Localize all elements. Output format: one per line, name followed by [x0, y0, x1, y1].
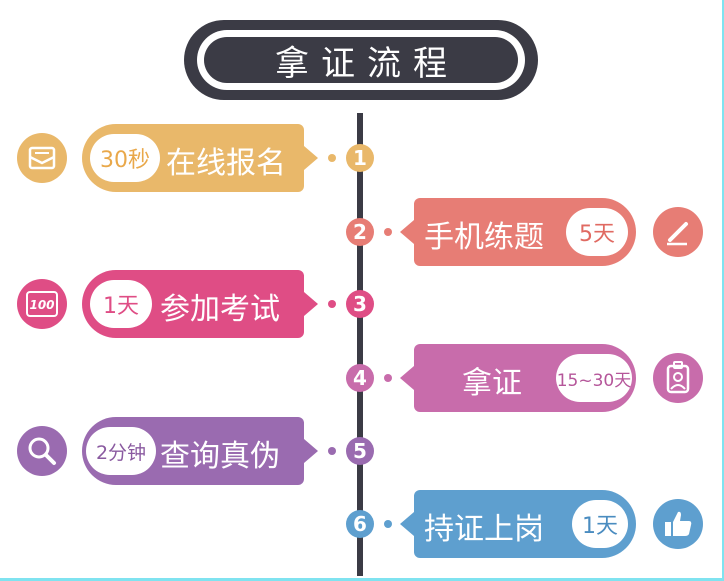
id-badge-icon	[653, 353, 703, 403]
svg-text:100: 100	[29, 298, 54, 312]
step-4-dot	[384, 374, 392, 382]
page-title: 拿证流程	[204, 37, 518, 84]
step-3-duration-badge: 1天	[90, 280, 152, 328]
step-1-label: 在线报名	[166, 146, 286, 181]
step-3-dot	[328, 300, 336, 308]
step-5-label: 查询真伪	[160, 439, 280, 474]
step-1-dot	[328, 154, 336, 162]
step-5-dot	[328, 447, 336, 455]
step-6-dot	[384, 520, 392, 528]
timeline-line	[357, 113, 363, 576]
step-6-duration-badge: 1天	[572, 500, 628, 548]
step-4-label: 拿证	[462, 366, 522, 401]
score-100-icon: 100	[17, 279, 67, 329]
step-5-number: 5	[346, 437, 374, 465]
step-4-duration-badge: 15~30天	[556, 354, 632, 402]
step-3-label: 参加考试	[160, 292, 280, 327]
step-2-duration: 5天	[579, 222, 615, 247]
pencil-icon	[653, 207, 703, 257]
step-2-label: 手机练题	[424, 220, 544, 255]
step-6-label: 持证上岗	[424, 512, 544, 547]
step-1-number: 1	[346, 144, 374, 172]
step-4-duration: 15~30天	[556, 370, 632, 391]
step-2-arrow	[400, 220, 414, 244]
step-1-duration-badge: 30秒	[90, 134, 160, 182]
step-6-arrow	[400, 512, 414, 536]
step-2-dot	[384, 228, 392, 236]
step-3-number: 3	[346, 290, 374, 318]
step-4-arrow	[400, 366, 414, 390]
step-5-arrow	[304, 439, 318, 463]
step-6-duration: 1天	[582, 514, 618, 539]
step-2-duration-badge: 5天	[566, 208, 628, 256]
envelope-icon	[17, 133, 67, 183]
step-3-arrow	[304, 292, 318, 316]
step-1-duration: 30秒	[100, 148, 150, 173]
thumbs-up-icon	[653, 499, 703, 549]
step-4-number: 4	[346, 364, 374, 392]
step-1-arrow	[304, 146, 318, 170]
step-3-duration: 1天	[103, 294, 139, 319]
step-6-number: 6	[346, 510, 374, 538]
step-5-duration: 2分钟	[95, 441, 147, 464]
step-5-duration-badge: 2分钟	[86, 427, 156, 475]
magnifier-icon	[17, 426, 67, 476]
step-2-number: 2	[346, 218, 374, 246]
